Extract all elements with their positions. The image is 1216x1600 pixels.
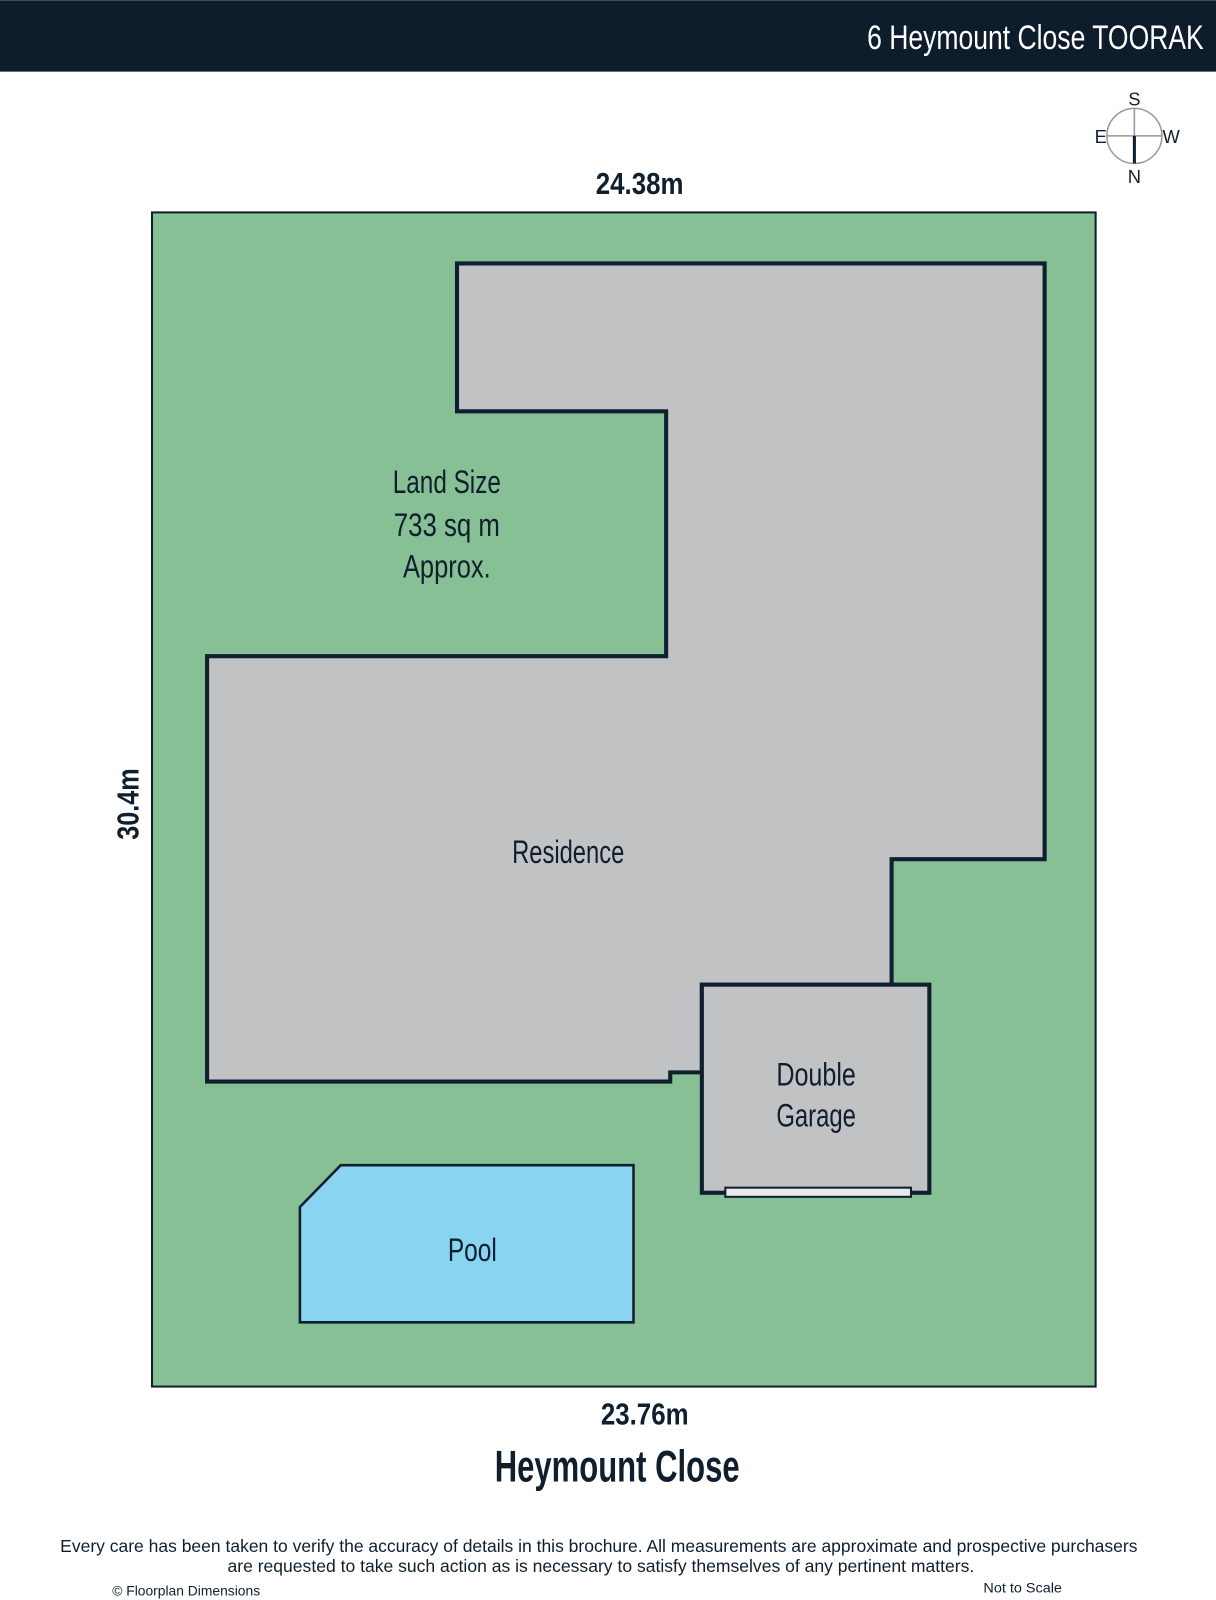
disclaimer-line-2: are requested to take such action as is …	[227, 1556, 974, 1576]
residence-footprint	[205, 261, 1047, 1084]
garage-label-1: Double	[776, 1056, 856, 1093]
land-size-label: Land Size	[393, 463, 501, 500]
disclaimer-line-1: Every care has been taken to verify the …	[60, 1536, 1138, 1556]
garage-footprint	[699, 982, 932, 1195]
compass-e: E	[1095, 126, 1107, 147]
residence-label: Residence	[512, 833, 624, 870]
pool-label: Pool	[448, 1231, 497, 1268]
garage-label-2: Garage	[776, 1096, 856, 1133]
copyright: © Floorplan Dimensions	[112, 1584, 260, 1600]
compass-s: S	[1128, 88, 1140, 109]
dimension-left: 30.4m	[112, 768, 146, 839]
dimension-bottom: 23.76m	[601, 1397, 689, 1431]
pool-shape	[298, 1163, 635, 1324]
compass-icon: S E W N	[1095, 88, 1181, 187]
land-size-approx: Approx.	[403, 548, 491, 585]
garage-door	[724, 1186, 913, 1198]
land-size-value: 733 sq m	[394, 506, 500, 543]
compass-w: W	[1162, 126, 1180, 147]
dimension-top: 24.38m	[596, 167, 684, 201]
street-name: Heymount Close	[495, 1440, 740, 1491]
header-title: 6 Heymount Close TOORAK	[867, 19, 1204, 57]
scale-note: Not to Scale	[983, 1581, 1062, 1597]
compass-n: N	[1128, 166, 1141, 187]
header-bar	[0, 0, 1216, 72]
